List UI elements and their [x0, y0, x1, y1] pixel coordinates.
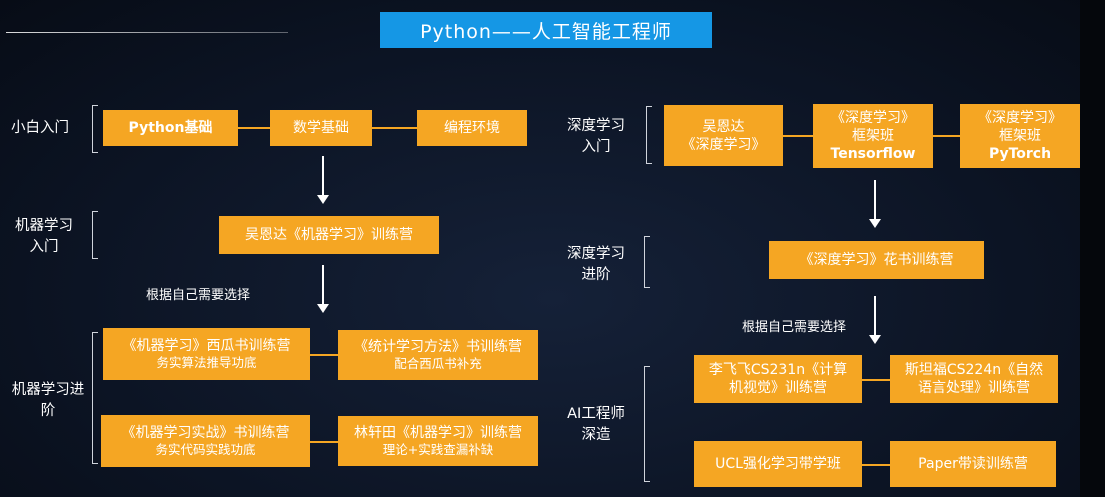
box-text: 框架班: [852, 128, 894, 144]
connector: [238, 127, 270, 129]
box-text: 编程环境: [444, 120, 500, 136]
label-line: 入门: [29, 239, 59, 255]
label-dl-intro: 深度学习 入门: [556, 116, 636, 158]
box-text: 《机器学习实战》书训练营: [121, 425, 290, 441]
brace-dl-intro: [646, 106, 652, 164]
box-math-basics: 数学基础: [270, 110, 372, 146]
arrow-down: [869, 180, 881, 228]
box-text: 吴恩达: [702, 118, 745, 135]
box-tensorflow: 《深度学习》 框架班 Tensorflow: [813, 104, 933, 168]
box-text: 《深度学习》: [978, 110, 1062, 126]
box-text: 李飞飞CS231n《计算: [708, 362, 848, 378]
box-andrew-ng-dl: 吴恩达 《深度学习》: [664, 105, 783, 166]
label-ai-engineer: AI工程师 深造: [556, 404, 636, 446]
box-subtext: 务实算法推导功底: [156, 355, 257, 370]
connector: [862, 464, 890, 466]
connector: [862, 379, 890, 381]
box-statistical-learning: 《统计学习方法》书训练营 配合西瓜书补充: [338, 330, 538, 380]
arrow-down: [869, 296, 881, 344]
choose-note: 根据自己需要选择: [742, 320, 847, 335]
label-line: 阶: [40, 403, 56, 419]
label-line: 深度学习: [567, 246, 625, 262]
box-ucl-rl: UCL强化学习带学班: [694, 441, 862, 487]
choose-note: 根据自己需要选择: [146, 288, 251, 303]
box-text: Paper带读训练营: [918, 456, 1028, 472]
box-text: Python基础: [128, 120, 213, 136]
box-text: 机视觉》训练营: [729, 380, 827, 396]
box-text: UCL强化学习带学班: [715, 456, 841, 472]
label-line: 小白入门: [11, 120, 69, 136]
label-line: 入门: [581, 139, 611, 155]
box-text: 斯坦福CS224n《自然: [904, 362, 1044, 378]
box-text: 数学基础: [293, 120, 349, 136]
box-text: Tensorflow: [830, 146, 916, 162]
box-cs231n: 李飞飞CS231n《计算 机视觉》训练营: [694, 355, 862, 403]
connector: [372, 127, 417, 129]
box-subtext: 理论+实践查漏补缺: [382, 442, 494, 457]
box-subtext: 务实代码实践功底: [155, 442, 256, 457]
arrow-down: [317, 156, 329, 204]
label-line: AI工程师: [567, 406, 625, 422]
box-text: 林轩田《机器学习》训练营: [354, 425, 522, 441]
label-line: 进阶: [581, 267, 611, 283]
label-line: 深造: [581, 427, 611, 443]
box-ml-in-action: 《机器学习实战》书训练营 务实代码实践功底: [101, 415, 310, 467]
box-text: 《深度学习》: [831, 110, 915, 126]
label-ml-intro: 机器学习 入门: [4, 216, 84, 258]
box-flower-book: 《深度学习》花书训练营: [769, 241, 984, 279]
diagram-title: Python——人工智能工程师: [380, 12, 712, 48]
box-paper-reading: Paper带读训练营: [890, 441, 1056, 487]
box-subtext: 配合西瓜书补充: [394, 356, 482, 371]
box-programming-env: 编程环境: [417, 110, 527, 146]
brace-ai-engineer: [644, 366, 650, 482]
box-text: 《深度学习》花书训练营: [799, 252, 954, 268]
label-line: 深度学习: [567, 118, 625, 134]
box-cs224n: 斯坦福CS224n《自然 语言处理》训练营: [890, 355, 1058, 403]
box-text: 吴恩达《机器学习》训练营: [245, 227, 413, 243]
box-python-basics: Python基础: [103, 110, 238, 146]
brace-beginner: [92, 105, 98, 153]
connector: [310, 441, 338, 443]
box-text: 语言处理》训练营: [918, 380, 1030, 396]
label-beginner: 小白入门: [4, 118, 76, 139]
brace-ml-intro: [92, 211, 98, 259]
box-text: 《机器学习》西瓜书训练营: [122, 338, 291, 354]
box-text: 《深度学习》: [681, 136, 766, 153]
brace-dl-advanced: [644, 236, 650, 288]
connector: [310, 354, 338, 356]
brace-ml-advanced: [92, 332, 98, 464]
box-pytorch: 《深度学习》 框架班 PyTorch: [960, 104, 1080, 168]
label-dl-advanced: 深度学习 进阶: [556, 244, 636, 286]
header-rule: [6, 32, 288, 33]
connector: [933, 135, 960, 137]
box-lin-ml: 林轩田《机器学习》训练营 理论+实践查漏补缺: [338, 416, 538, 466]
label-line: 机器学习进: [11, 382, 85, 398]
box-andrew-ng-ml: 吴恩达《机器学习》训练营: [219, 216, 439, 254]
box-text: 框架班: [999, 128, 1041, 144]
box-text: 《统计学习方法》书训练营: [354, 339, 522, 355]
label-line: 机器学习: [15, 218, 73, 234]
label-ml-advanced: 机器学习进 阶: [4, 380, 92, 422]
box-text: PyTorch: [988, 146, 1052, 162]
connector: [783, 135, 813, 137]
box-watermelon-book: 《机器学习》西瓜书训练营 务实算法推导功底: [103, 328, 310, 380]
screen-edge: [1080, 0, 1105, 497]
arrow-down: [317, 265, 329, 313]
